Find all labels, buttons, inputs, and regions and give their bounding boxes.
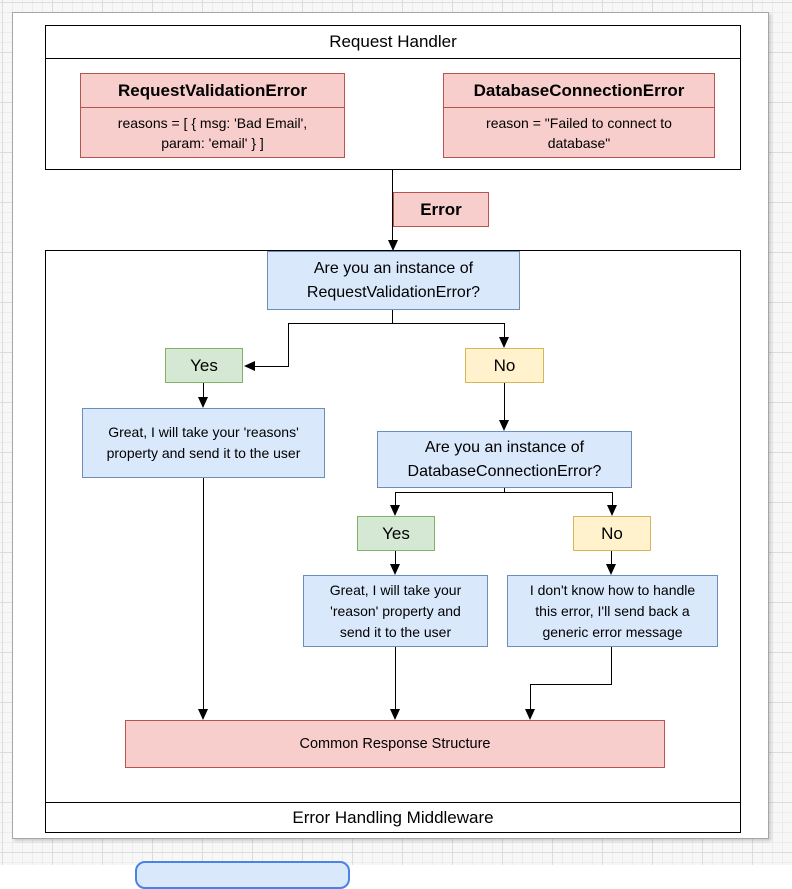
edge-line	[288, 323, 289, 366]
edge-line	[612, 492, 613, 506]
question1-box[interactable]: Are you an instance of RequestValidation…	[267, 251, 520, 310]
edge-line	[504, 323, 505, 338]
edge-line	[530, 684, 612, 685]
yes2-box[interactable]: Yes	[357, 516, 435, 551]
yes1-box[interactable]: Yes	[165, 348, 243, 383]
yes1-result-box[interactable]: Great, I will take your 'reasons' proper…	[82, 408, 325, 478]
arrowhead-left-icon	[244, 361, 255, 371]
request-validation-error-shape[interactable]: RequestValidationError reasons = [ { msg…	[80, 73, 345, 158]
database-connection-error-shape[interactable]: DatabaseConnectionError reason = "Failed…	[443, 73, 715, 158]
arrowhead-down-icon	[390, 564, 400, 575]
error-edge-label[interactable]: Error	[393, 192, 489, 227]
arrowhead-down-icon	[607, 505, 617, 516]
database-connection-error-name: DatabaseConnectionError	[444, 74, 714, 108]
edge-line	[392, 310, 393, 323]
no1-box[interactable]: No	[465, 348, 544, 383]
edge-line	[504, 383, 505, 421]
arrowhead-down-icon	[390, 505, 400, 516]
database-connection-error-body: reason = "Failed to connect to database"	[486, 114, 672, 151]
no2-result-box[interactable]: I don't know how to handle this error, I…	[507, 575, 718, 647]
request-validation-error-body: reasons = [ { msg: 'Bad Email', param: '…	[117, 114, 308, 151]
request-handler-title: Request Handler	[46, 26, 740, 59]
edge-line	[395, 647, 396, 710]
common-response-box[interactable]: Common Response Structure	[125, 720, 665, 768]
arrowhead-down-icon	[499, 337, 509, 348]
edge-line	[392, 170, 393, 241]
request-validation-error-name: RequestValidationError	[81, 74, 344, 108]
edge-line	[611, 647, 612, 685]
edge-line	[288, 323, 505, 324]
edge-line	[203, 478, 204, 710]
error-handling-middleware-title: Error Handling Middleware	[46, 802, 740, 832]
edge-line	[395, 551, 396, 565]
edge-line	[611, 551, 612, 565]
arrowhead-down-icon	[198, 709, 208, 720]
edge-line	[255, 366, 289, 367]
partial-rounded-shape[interactable]	[135, 861, 350, 889]
yes2-result-box[interactable]: Great, I will take your 'reason' propert…	[303, 575, 488, 647]
arrowhead-down-icon	[388, 240, 398, 251]
arrowhead-down-icon	[525, 709, 535, 720]
arrowhead-down-icon	[198, 397, 208, 408]
arrowhead-down-icon	[390, 709, 400, 720]
no2-box[interactable]: No	[573, 516, 651, 551]
edge-line	[395, 492, 613, 493]
arrowhead-down-icon	[499, 420, 509, 431]
edge-line	[395, 492, 396, 505]
arrowhead-down-icon	[606, 564, 616, 575]
question2-box[interactable]: Are you an instance of DatabaseConnectio…	[377, 431, 632, 488]
edge-line	[504, 488, 505, 493]
edge-line	[530, 684, 531, 710]
edge-line	[203, 383, 204, 398]
